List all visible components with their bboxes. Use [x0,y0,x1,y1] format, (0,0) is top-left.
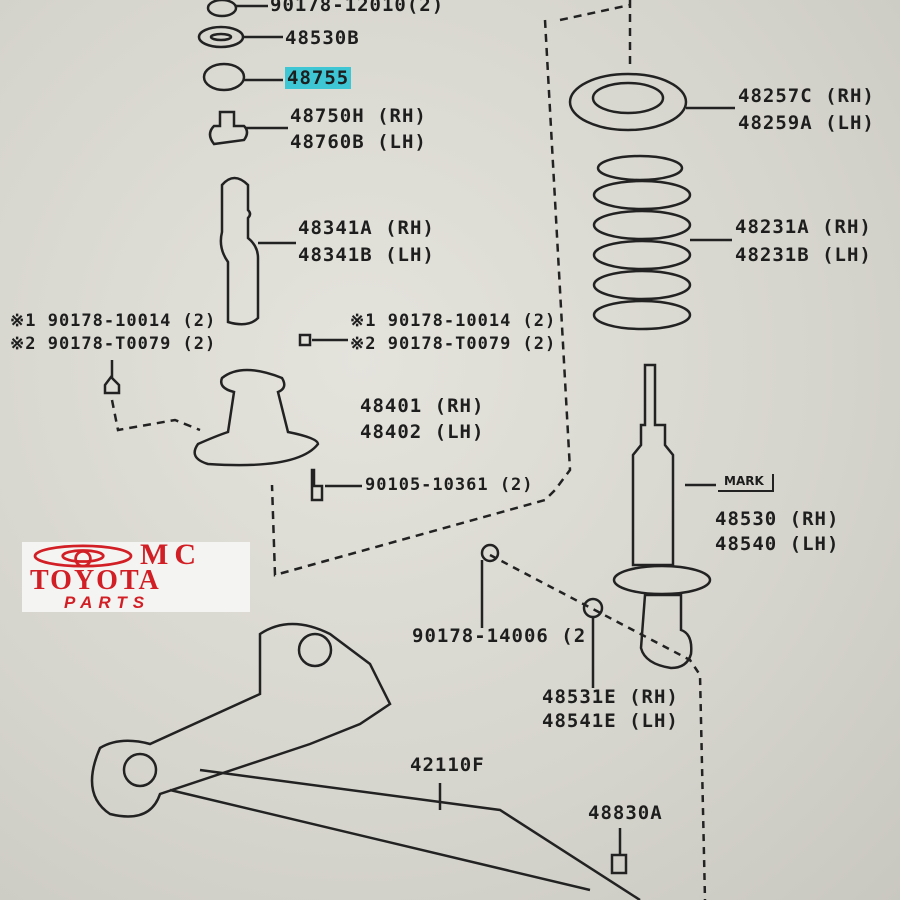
label-boot-lh[interactable]: 48341B (LH) [298,244,435,266]
logo-parts: PARTS [64,593,151,612]
label-support-lh[interactable]: 48402 (LH) [360,421,485,443]
bracket-bolt-icon [610,853,628,875]
lower-nut-icon [480,543,500,563]
label-bushing-rh[interactable]: 48531E (RH) [542,686,679,708]
label-left-nut1[interactable]: ※1 90178-10014 (2) [10,311,217,331]
label-right-nut2[interactable]: ※2 90178-T0079 (2) [350,334,557,354]
mark-label: MARK [718,474,774,492]
bushing-icon [582,597,604,619]
nut-right-icon [298,333,312,347]
support-bolt-icon [310,468,324,502]
logo-toyota: TOYOTA [30,565,161,596]
label-boot-rh[interactable]: 48341A (RH) [298,217,435,239]
label-spring-rh[interactable]: 48231A (RH) [735,216,872,238]
label-right-nut1[interactable]: ※1 90178-10014 (2) [350,311,557,331]
dashed-guide-left [110,399,201,432]
label-bushing-lh[interactable]: 48541E (LH) [542,710,679,732]
bump-stopper-icon [208,110,249,146]
label-support-rh[interactable]: 48401 (RH) [360,395,485,417]
suspension-support-icon [193,368,320,467]
label-bracket[interactable]: 48830A [588,802,663,824]
washer-icon [197,25,245,49]
label-48755-highlighted: 48755 [285,67,352,89]
toyota-emblem-icon [33,544,133,568]
shock-absorber-icon [631,363,675,567]
dust-boot-icon [219,176,260,326]
dashed-guide-lower [489,553,707,900]
nut-left-icon [103,375,121,395]
label-insulator-lh[interactable]: 48259A (LH) [738,112,875,134]
spring-insulator-icon [568,72,688,132]
dashed-guide-right [270,0,632,577]
label-spring-lh[interactable]: 48231B (LH) [735,244,872,266]
logo-mc: MC [140,542,202,571]
label-axle-beam[interactable]: 42110F [410,754,485,776]
label-lower-nut[interactable]: 90178-14006 (2 [412,625,587,647]
coil-spring-icon [592,154,692,331]
label-48755[interactable]: 48755 [285,67,352,89]
label-bump-lh[interactable]: 48760B (LH) [290,131,427,153]
label-left-nut2[interactable]: ※2 90178-T0079 (2) [10,334,217,354]
label-top-bolt[interactable]: 90178-12010(2) [270,0,445,16]
label-insulator-rh[interactable]: 48257C (RH) [738,85,875,107]
label-48530b[interactable]: 48530B [285,27,360,49]
mc-toyota-parts-logo: MC TOYOTA PARTS [22,542,250,612]
label-absorber-lh[interactable]: 48540 (LH) [715,533,840,555]
label-support-bolt[interactable]: 90105-10361 (2) [365,475,534,495]
cushion-icon [202,62,246,92]
label-absorber-rh[interactable]: 48530 (RH) [715,508,840,530]
label-bump-rh[interactable]: 48750H (RH) [290,105,427,127]
axle-beam-icon [90,622,641,900]
nut-icon [206,0,238,18]
